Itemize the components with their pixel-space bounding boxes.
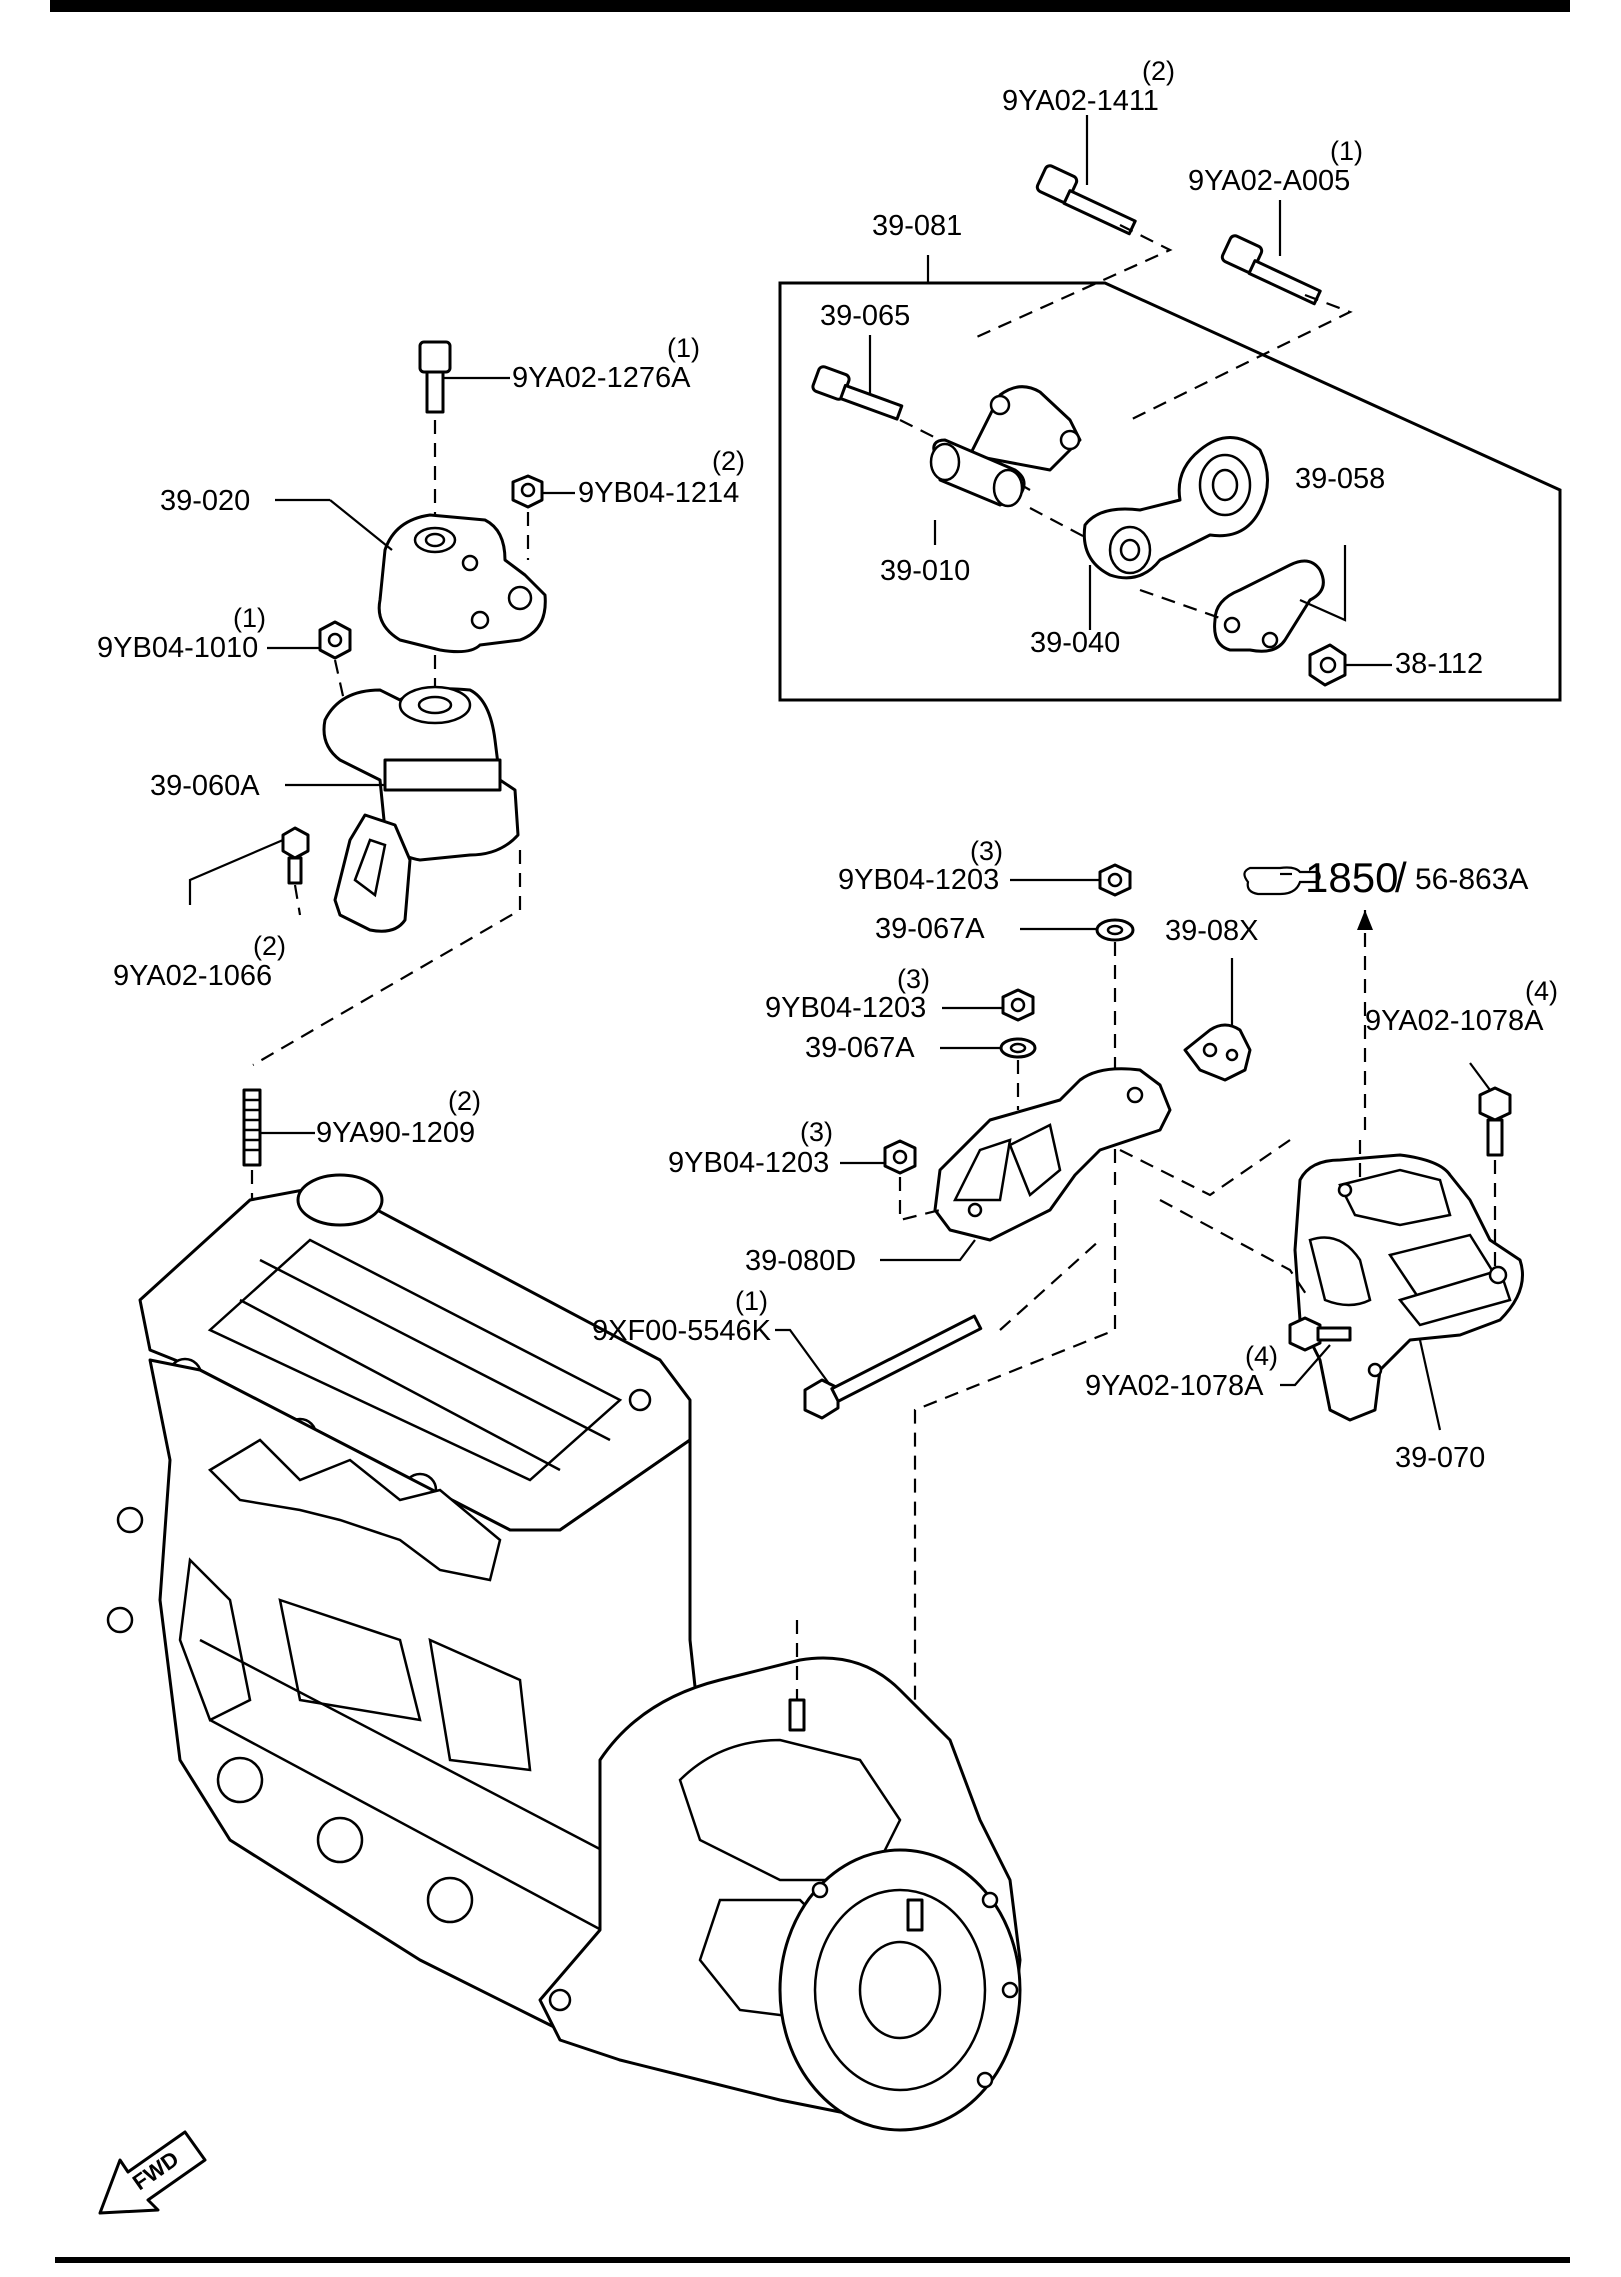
oil-filler-cap-icon [296,1173,384,1227]
torque-rod-assembly [778,115,1562,702]
bolt-9ya02-1411-icon [1035,164,1137,236]
nut-9yb04-1214-icon [511,474,544,509]
ref-56-863a: 56-863A [1415,863,1528,896]
bracket-39-080d-icon [933,1067,1172,1242]
label-9ya02-1078a-b: 9YA02-1078A [1085,1370,1264,1402]
mount-39-020-icon [377,513,547,654]
qty-9ya02-1078a-b: (4) [1245,1341,1278,1371]
bolt-9ya02-1078a-a-icon [1478,1086,1512,1157]
bolt-9ya02-1078a-b-icon [1288,1316,1352,1352]
label-39-081: 39-081 [872,210,962,242]
label-39-010: 39-010 [880,555,970,587]
label-39-067a-b: 39-067A [805,1032,915,1064]
engine-mount-right [775,863,1524,1980]
label-9ya02-1078a-a: 9YA02-1078A [1365,1005,1544,1037]
label-39-070: 39-070 [1395,1442,1485,1474]
label-9yb04-1010: 9YB04-1010 [97,632,258,664]
bracket-39-08x-icon [1183,1023,1252,1082]
bolt-9xf00-5546k-icon [803,1314,983,1420]
fwd-arrow-icon: FWD [98,2130,207,2215]
bolt-9ya02-a005-icon [1220,234,1322,306]
pointing-hand-icon [1243,866,1321,896]
nut-38-112-icon [1308,643,1347,687]
bottom-border-rule [55,2257,1570,2263]
bolt-9ya02-1066-icon [281,826,310,885]
qty-9yb04-1214: (2) [712,446,745,476]
nut-9yb04-1203-a-icon [1098,863,1132,897]
qty-9ya90-1209: (2) [448,1086,481,1116]
mount-39-060a-icon [322,685,520,933]
mount-39-070-icon [1293,1153,1524,1422]
engine-transaxle-illustration [106,1173,1022,2132]
label-9ya90-1209: 9YA90-1209 [316,1117,475,1149]
stud-9ya90-1209-icon [242,1088,262,1167]
torque-rod-39-040-icon [1082,436,1269,580]
label-9yb04-1203-a: 9YB04-1203 [838,864,999,896]
qty-9yb04-1010: (1) [233,603,266,633]
label-39-060a: 39-060A [150,770,260,802]
label-39-08x: 39-08X [1165,915,1259,947]
engine-mount-upper-left [188,340,575,1066]
label-38-112: 38-112 [1395,648,1483,680]
up-arrow-icon [1357,910,1373,930]
washer-39-067a-a-icon [1095,918,1135,942]
nut-9yb04-1203-b-icon [1001,988,1035,1022]
qty-9yb04-1203-b: (3) [897,964,930,994]
label-39-020: 39-020 [160,485,250,517]
label-39-065: 39-065 [820,300,910,332]
label-9ya02-1066: 9YA02-1066 [113,960,272,992]
top-border-rule [50,0,1570,12]
label-9yb04-1203-c: 9YB04-1203 [668,1147,829,1179]
qty-9yb04-1203-c: (3) [800,1117,833,1147]
qty-9ya02-1066: (2) [253,931,286,961]
label-9ya02-1276a: 9YA02-1276A [512,362,691,394]
label-9ya02-a005: 9YA02-A005 [1188,165,1350,197]
qty-9ya02-1411: (2) [1142,56,1175,86]
nut-9yb04-1010-icon [318,620,352,660]
ref-separator: / [1395,854,1407,901]
label-39-067a-a: 39-067A [875,913,985,945]
washer-39-067a-b-icon [999,1037,1037,1059]
label-9yb04-1203-b: 9YB04-1203 [765,992,926,1024]
qty-9ya02-a005: (1) [1330,136,1363,166]
qty-9yb04-1203-a: (3) [970,836,1003,866]
ref-1850: 1850 [1305,854,1398,901]
qty-9ya02-1078a-a: (4) [1525,976,1558,1006]
label-39-040: 39-040 [1030,627,1120,659]
qty-9xf00-5546k: (1) [735,1286,768,1316]
label-9ya02-1411: 9YA02-1411 [1002,85,1159,117]
bracket-39-010-icon [929,385,1082,508]
nut-9yb04-1203-c-icon [883,1139,917,1175]
bolt-39-065-icon [811,365,904,421]
label-9xf00-5546k: 9XF00-5546K [592,1315,772,1347]
label-39-058: 39-058 [1295,463,1385,495]
assembly-box-39-081 [778,281,1562,702]
bolt-9ya02-1276a-icon [418,340,452,414]
bracket-39-058-icon [1213,559,1325,653]
label-9yb04-1214: 9YB04-1214 [578,477,739,509]
label-39-080d: 39-080D [745,1245,856,1277]
qty-9ya02-1276a: (1) [667,333,700,363]
